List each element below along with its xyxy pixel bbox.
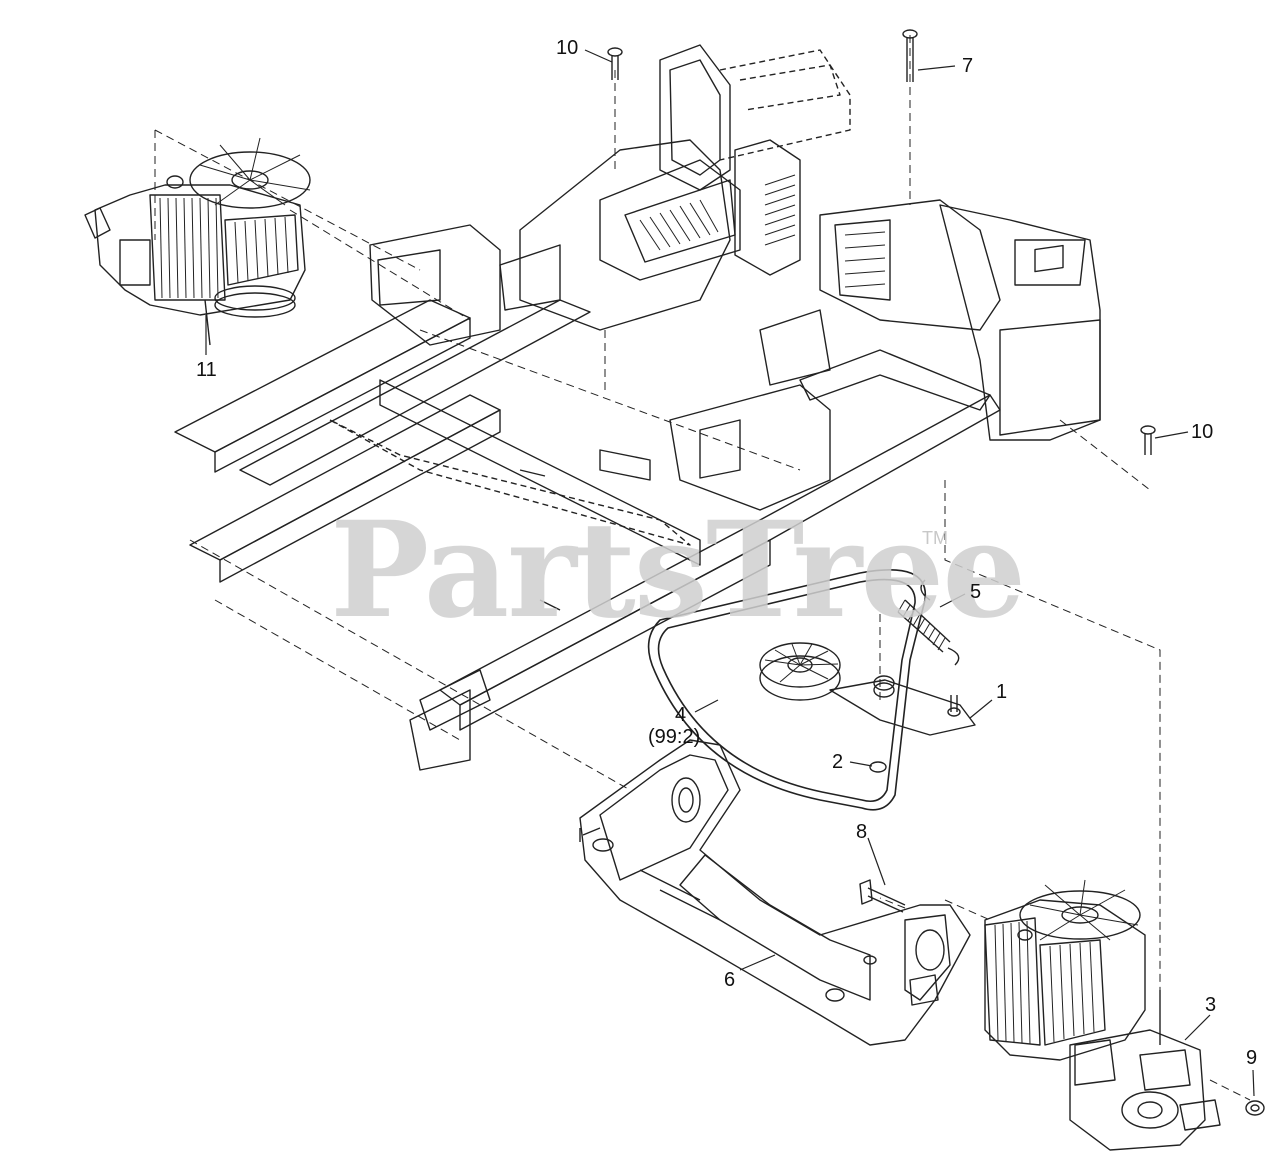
bolt-10-right xyxy=(1140,425,1156,455)
nut-9 xyxy=(1245,1100,1265,1116)
transaxle-mount-bracket xyxy=(579,739,971,1046)
bolt-10-upper xyxy=(607,47,623,80)
callout-4: 4 xyxy=(675,704,687,726)
callout-10-upper: 10 xyxy=(556,37,579,59)
callout-2: 2 xyxy=(832,751,844,773)
bolt-8 xyxy=(859,879,906,913)
callout-1: 1 xyxy=(996,681,1008,703)
chassis-frame xyxy=(174,44,1101,771)
assembly-lines xyxy=(154,35,1251,1101)
callout-5: 5 xyxy=(970,581,982,603)
callout-9: 9 xyxy=(1246,1047,1258,1069)
transaxle-right xyxy=(984,879,1221,1151)
callout-3: 3 xyxy=(1205,994,1217,1016)
transaxle-left xyxy=(84,137,311,346)
leader-lines xyxy=(205,49,1255,1097)
drive-belt xyxy=(647,569,927,811)
bolt-7 xyxy=(902,29,918,82)
callout-7: 7 xyxy=(962,55,974,77)
idler-pulley-arm xyxy=(759,642,976,773)
callout-10-right: 10 xyxy=(1191,421,1214,443)
callout-6: 6 xyxy=(724,969,736,991)
callout-4-quantity: (99:2) xyxy=(648,726,701,748)
watermark: PartsTree xyxy=(330,493,1026,648)
callout-11: 11 xyxy=(196,359,217,381)
watermark-trademark: TM xyxy=(922,528,948,548)
callout-8: 8 xyxy=(856,821,868,843)
tension-spring xyxy=(897,579,960,666)
